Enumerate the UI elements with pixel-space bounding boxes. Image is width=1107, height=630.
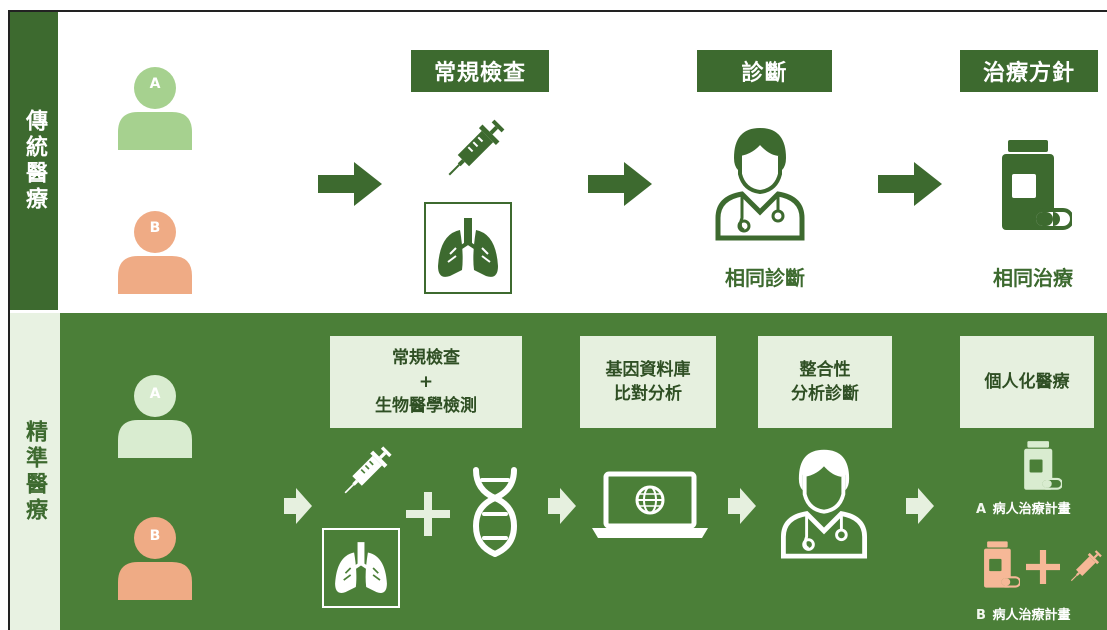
- lungs-icon: [322, 528, 400, 608]
- medicine-bottle-icon: [998, 138, 1072, 234]
- patient-a-letter: A: [149, 76, 161, 92]
- plus-icon: [1026, 550, 1060, 584]
- patient-b-letter: B: [149, 528, 161, 544]
- traditional-section: [10, 12, 1107, 310]
- laptop-globe-icon: [590, 470, 710, 540]
- medicine-bottle-icon: [982, 540, 1020, 590]
- traditional-label-bar: [10, 12, 58, 310]
- step-routine-exam: 常規檢查: [411, 50, 549, 92]
- syringe-icon: [436, 112, 512, 188]
- step-integrated-diagnosis: 整合性 分析診斷: [758, 336, 892, 428]
- arrow-right-icon: [728, 488, 756, 524]
- step-line: +: [418, 372, 434, 392]
- plan-b-letter: B: [976, 608, 986, 623]
- same-diagnosis-caption: 相同診斷: [725, 266, 805, 290]
- patient-b-icon: [116, 516, 194, 600]
- patient-b-letter: B: [149, 220, 161, 236]
- dna-icon: [470, 466, 520, 560]
- step-line: 生物醫學檢測: [375, 396, 477, 416]
- plan-a-letter: A: [976, 502, 987, 517]
- step-line: 基因資料庫: [605, 360, 691, 380]
- arrow-right-icon: [318, 162, 382, 206]
- syringe-icon: [334, 440, 398, 504]
- plan-b-text: 病人治療計畫: [992, 608, 1071, 623]
- step-exam-biomedical: 常規檢查 + 生物醫學檢測: [330, 336, 522, 428]
- medicine-bottle-icon: [1022, 440, 1062, 492]
- plan-a-text: 病人治療計畫: [992, 502, 1071, 517]
- plan-b-caption: B 病人治療計畫: [976, 604, 1107, 623]
- step-line: 個人化醫療: [984, 372, 1070, 392]
- doctor-icon: [776, 444, 872, 560]
- patient-b-icon: [116, 210, 194, 294]
- syringe-icon: [1064, 542, 1106, 592]
- traditional-label: 傳統醫療: [22, 109, 47, 213]
- arrow-right-icon: [588, 162, 652, 206]
- step-treatment-plan: 治療方針: [960, 50, 1098, 92]
- step-personalized-medicine: 個人化醫療: [960, 336, 1094, 428]
- step-line: 整合性: [799, 360, 851, 380]
- plan-a-caption: A 病人治療計畫: [976, 498, 1107, 517]
- same-treatment-caption: 相同治療: [993, 266, 1073, 290]
- arrow-right-icon: [548, 488, 576, 524]
- lungs-icon: [424, 202, 512, 294]
- step-gene-database: 基因資料庫 比對分析: [580, 336, 716, 428]
- step-line: 分析診斷: [791, 384, 859, 404]
- plus-icon: [406, 492, 450, 536]
- step-line: 常規檢查: [392, 348, 460, 368]
- diagram-frame: [8, 10, 1107, 630]
- arrow-right-icon: [284, 488, 312, 524]
- step-diagnosis: 診斷: [697, 50, 832, 92]
- step-line: 比對分析: [614, 384, 682, 404]
- doctor-icon: [712, 122, 808, 242]
- arrow-right-icon: [878, 162, 942, 206]
- precision-label: 精準醫療: [22, 419, 47, 524]
- patient-a-icon: [116, 374, 194, 458]
- arrow-right-icon: [906, 488, 934, 524]
- patient-a-letter: A: [149, 386, 161, 402]
- patient-a-icon: [116, 66, 194, 150]
